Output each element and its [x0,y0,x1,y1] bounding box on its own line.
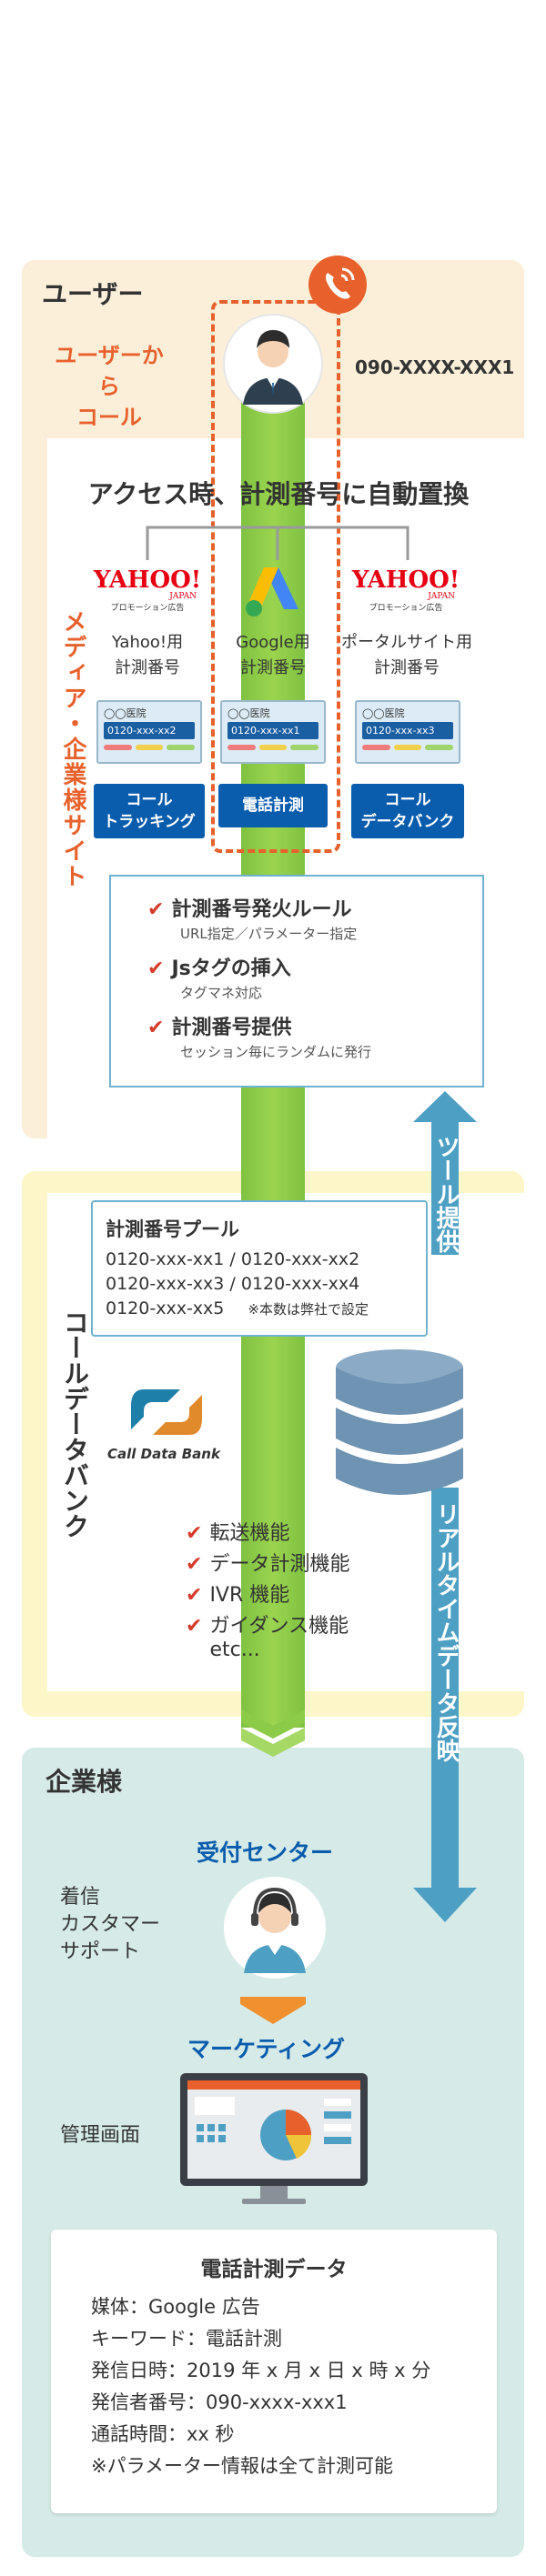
feature-item: ✔ガイダンス機能 etc... [186,1615,349,1661]
call-data-bank-button: コール データバンク [351,784,464,838]
database-icon [336,1349,463,1495]
user-call-label: ユーザーから コール [55,343,164,430]
data-panel-title: 電話計測データ [200,2258,348,2281]
realtime-arrow-icon [413,1488,477,1922]
data-row: 発信者番号：090-xxxx-xxx1 [91,2391,348,2413]
reception-title: 受付センター [197,1839,334,1866]
call-tracking-button: コール トラッキング [94,784,205,838]
media-section-label: メディア・企業様サイト [59,609,86,889]
portal-yahoo-logo: YAHOO! JAPAN プロモーション広告 [351,566,460,613]
replace-title: アクセス時、計測番号に自動置換 [87,479,470,509]
yahoo-logo: YAHOO! JAPAN プロモーション広告 [93,566,202,613]
feature-item: ✔データ計測機能 [186,1553,350,1576]
portal-number-label: ポータルサイト用 計測番号 [341,633,472,677]
operator-avatar [224,1877,326,1979]
rule-item: ✔計測番号発火ルール URL指定／パラメーター指定 [147,898,358,942]
data-row: キーワード：電話計測 [91,2328,282,2350]
cdb-logo-text: Call Data Bank [107,1446,220,1462]
realtime-label: リアルタイムデータ反映 [432,1502,460,1762]
check-icon: ✔ [186,1615,203,1638]
marketing-title: マーケティング [187,2036,346,2062]
check-icon: ✔ [186,1522,203,1545]
tool-provide-arrow-icon [413,1091,477,1255]
flow-down-triangle-icon [240,1997,306,2024]
yahoo-site-card: ◯◯医院 0120-xxx-xx2 [96,700,202,764]
rule-item: ✔Jsタグの挿入 タグマネ対応 [147,957,291,1001]
number-pool-box: 計測番号プール 0120-xxx-xx1 / 0120-xxx-xx2 0120… [91,1200,428,1337]
pool-line: 0120-xxx-xx3 / 0120-xxx-xx4 [106,1274,360,1294]
google-site-card: ◯◯医院 0120-xxx-xx1 [220,700,326,764]
check-icon: ✔ [147,898,165,921]
user-section-label: ユーザー [42,279,144,309]
data-row: 媒体：Google 広告 [91,2296,260,2318]
phone-measure-button: 電話計測 [218,784,328,827]
pool-note: ※本数は弊社で設定 [248,1301,369,1318]
monitor-dashboard-icon [180,2073,368,2204]
branch-connector [146,526,410,560]
pool-title: 計測番号プール [106,1218,239,1240]
call-data-bank-logo-icon [131,1389,202,1435]
feature-item: ✔転送機能 [186,1522,290,1545]
pool-line: 0120-xxx-xx5 [106,1298,225,1318]
check-icon: ✔ [186,1584,203,1607]
portal-site-card: ◯◯医院 0120-xxx-xx3 [355,700,460,764]
measurement-data-panel: 電話計測データ 媒体：Google 広告 キーワード：電話計測 発信日時：201… [51,2230,497,2513]
features-list: ✔転送機能 ✔データ計測機能 ✔IVR 機能 ✔ガイダンス機能 etc... [186,1519,349,1662]
caller-phone-number: 090-XXXX-XXX1 [355,356,515,378]
cdb-section-label: コールデータバンク [60,1309,90,1539]
user-avatar [223,314,323,414]
pool-line: 0120-xxx-xx1 / 0120-xxx-xx2 [106,1249,360,1269]
rule-item: ✔計測番号提供 セッション毎にランダムに発行 [147,1017,372,1060]
google-highlight-frame [211,300,340,853]
yahoo-number-label: Yahoo!用 計測番号 [111,633,184,677]
corp-section-label: 企業様 [46,1767,123,1797]
tool-provide-label: ツール提供 [432,1135,460,1253]
dashboard-label: 管理画面 [60,2124,141,2147]
check-icon: ✔ [147,957,165,980]
reception-side-label: 着信 カスタマー サポート [60,1886,161,1963]
phone-icon [308,256,367,314]
flow-chevron-icon [241,1709,305,1757]
google-number-label: Google用 計測番号 [236,633,310,677]
data-row: ※パラメーター情報は全て計測可能 [91,2455,393,2477]
data-row: 発信日時：2019 年 x 月 x 日 x 時 x 分 [91,2360,431,2381]
data-row: 通話時間：xx 秒 [91,2423,235,2445]
google-ads-icon [246,567,298,616]
feature-item: ✔IVR 機能 [186,1584,290,1607]
check-icon: ✔ [147,1017,165,1039]
rules-box: ✔計測番号発火ルール URL指定／パラメーター指定 ✔Jsタグの挿入 タグマネ対… [109,875,484,1088]
check-icon: ✔ [186,1553,203,1576]
